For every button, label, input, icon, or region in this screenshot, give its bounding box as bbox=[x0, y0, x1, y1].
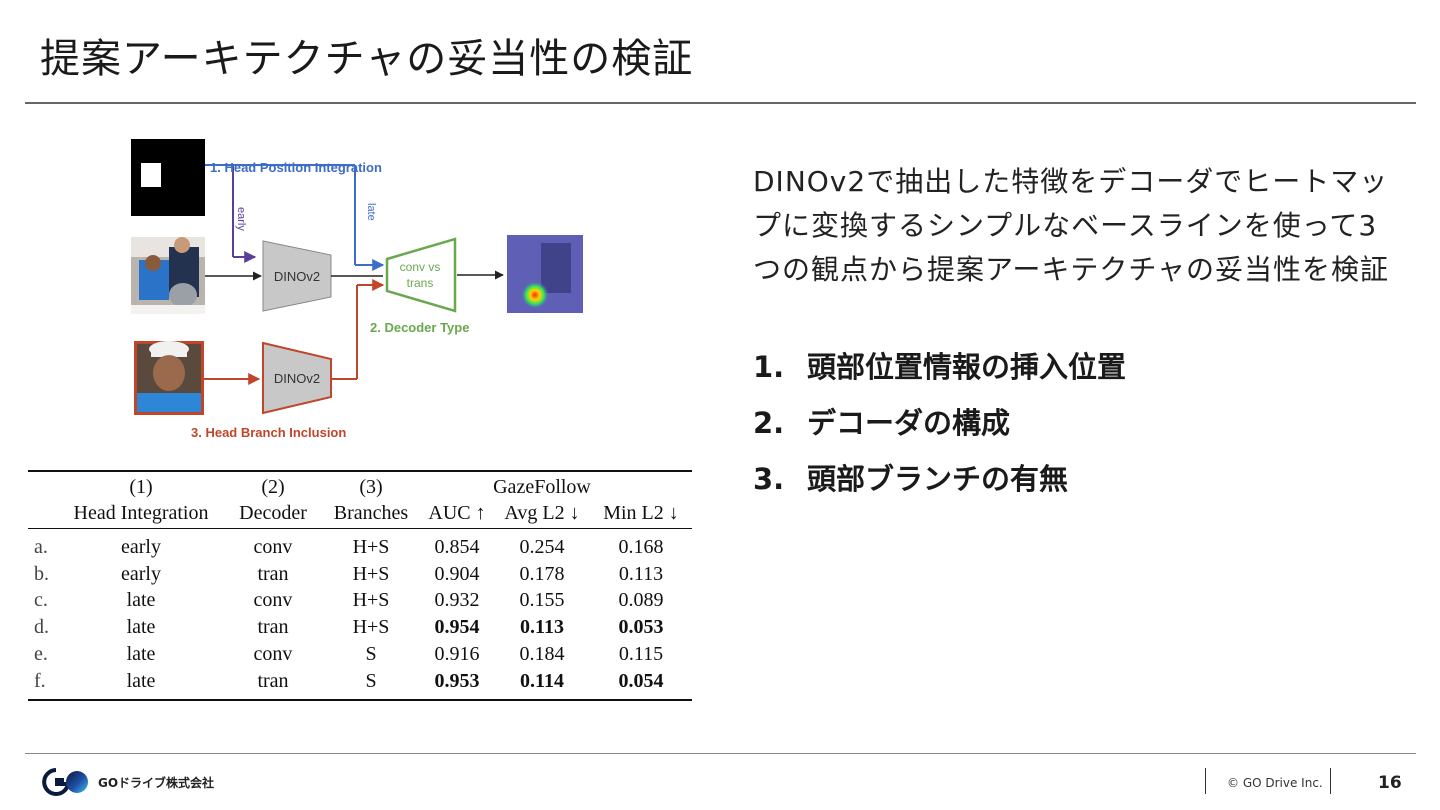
head-crop-image-icon bbox=[134, 341, 204, 415]
point-text: 頭部ブランチの有無 bbox=[807, 462, 1069, 496]
table-cell: H+S bbox=[352, 589, 390, 612]
table-cell: 0.054 bbox=[618, 669, 664, 692]
late-label: late bbox=[365, 203, 377, 221]
column-header: Min L2 ↓ bbox=[603, 502, 679, 524]
decoder-label-line1: conv vs bbox=[400, 260, 441, 274]
table-bottom-rule bbox=[28, 699, 692, 701]
encoder-top-label: DINOv2 bbox=[274, 269, 320, 284]
column-header: Decoder bbox=[239, 502, 307, 524]
point-item: 3. 頭部ブランチの有無 bbox=[753, 457, 1403, 513]
table-cell: tran bbox=[257, 616, 289, 639]
head-position-label: 1. Head Position Integration bbox=[210, 160, 382, 175]
table-cell: S bbox=[365, 642, 377, 665]
decoder-shape bbox=[385, 237, 457, 313]
table-header-rule bbox=[28, 528, 692, 529]
slide-title: 提案アーキテクチャの妥当性の検証 bbox=[40, 36, 694, 82]
company-name: GOドライブ株式会社 bbox=[98, 776, 215, 790]
table-cell: H+S bbox=[352, 616, 390, 639]
head-position-mask-box bbox=[141, 163, 161, 187]
table-cell: S bbox=[365, 669, 377, 692]
encoder-top-shape bbox=[262, 240, 332, 312]
footer-divider bbox=[25, 753, 1416, 754]
evaluation-points: 1. 頭部位置情報の挿入位置 2. デコーダの構成 3. 頭部ブランチの有無 bbox=[753, 345, 1403, 513]
column-header: Branches bbox=[333, 502, 409, 524]
table-cell: 0.184 bbox=[519, 642, 565, 665]
row-label: f. bbox=[34, 669, 46, 692]
table-cell: 0.932 bbox=[434, 589, 480, 612]
architecture-diagram-svg: early late 1. Head Position Integration … bbox=[131, 139, 583, 440]
go-logo-icon bbox=[42, 768, 88, 796]
architecture-diagram: early late 1. Head Position Integration … bbox=[125, 135, 605, 445]
table-cell: 0.854 bbox=[434, 536, 480, 558]
point-text: デコーダの構成 bbox=[807, 406, 1011, 440]
row-label: e. bbox=[34, 642, 48, 665]
table-cell: late bbox=[126, 616, 156, 639]
column-number: (2) bbox=[261, 476, 285, 498]
scene-image-icon bbox=[131, 237, 205, 314]
column-header: Head Integration bbox=[73, 502, 209, 524]
column-number: (1) bbox=[129, 476, 153, 498]
table-cell: conv bbox=[253, 536, 293, 558]
column-header: AUC ↑ bbox=[428, 502, 486, 524]
table-top-rule bbox=[28, 470, 692, 472]
table-cell: 0.254 bbox=[519, 536, 565, 558]
table-cell: tran bbox=[257, 669, 289, 692]
table-cell: late bbox=[126, 669, 156, 692]
slide-description: DINOv2で抽出した特徴をデコーダでヒートマップに変換するシンプルなベースライ… bbox=[753, 165, 1390, 286]
table-cell: conv bbox=[253, 642, 293, 665]
table-cell: 0.168 bbox=[618, 536, 664, 558]
heatmap-output-icon bbox=[507, 235, 583, 313]
table-cell: late bbox=[126, 589, 156, 612]
dataset-header: GazeFollow bbox=[493, 476, 591, 498]
table-cell: 0.115 bbox=[618, 642, 664, 665]
copyright-text: © GO Drive Inc. bbox=[1227, 776, 1323, 790]
table-cell: 0.155 bbox=[519, 589, 565, 612]
table-cell: 0.916 bbox=[434, 642, 480, 665]
table-cell: 0.053 bbox=[618, 616, 664, 639]
point-item: 2. デコーダの構成 bbox=[753, 401, 1403, 457]
row-label: a. bbox=[34, 536, 48, 558]
encoder-bottom-shape bbox=[262, 341, 332, 415]
point-item: 1. 頭部位置情報の挿入位置 bbox=[753, 345, 1403, 401]
table-cell: H+S bbox=[352, 536, 390, 558]
table-cell: 0.089 bbox=[618, 589, 664, 612]
row-label: d. bbox=[34, 616, 49, 639]
encoder-bottom-label: DINOv2 bbox=[274, 371, 320, 386]
point-number: 3. bbox=[753, 462, 785, 496]
decoder-type-label: 2. Decoder Type bbox=[370, 320, 469, 335]
table-cell: early bbox=[121, 562, 161, 585]
decoder-label-line2: trans bbox=[407, 276, 434, 290]
table-cell: 0.113 bbox=[618, 562, 664, 585]
point-number: 1. bbox=[753, 350, 785, 384]
row-label: b. bbox=[34, 562, 49, 585]
early-label: early bbox=[235, 207, 247, 231]
row-label: c. bbox=[34, 589, 48, 612]
table-cell: late bbox=[126, 642, 156, 665]
table-cell: tran bbox=[257, 562, 289, 585]
table-cell: 0.178 bbox=[519, 562, 565, 585]
table-cell: 0.113 bbox=[520, 616, 564, 639]
table-cell: 0.953 bbox=[434, 669, 480, 692]
table-cell: 0.904 bbox=[434, 562, 480, 585]
table-cell: 0.114 bbox=[520, 669, 564, 692]
title-divider bbox=[25, 102, 1416, 104]
point-text: 頭部位置情報の挿入位置 bbox=[807, 350, 1127, 384]
column-header: Avg L2 ↓ bbox=[504, 502, 580, 524]
column-number: (3) bbox=[359, 476, 383, 498]
table-cell: H+S bbox=[352, 562, 390, 585]
footer-separator bbox=[1205, 768, 1206, 794]
page-number: 16 bbox=[1378, 773, 1402, 793]
head-branch-label: 3. Head Branch Inclusion bbox=[191, 425, 346, 440]
table-cell: 0.954 bbox=[434, 616, 480, 639]
point-number: 2. bbox=[753, 406, 785, 440]
table-cell: early bbox=[121, 536, 161, 558]
table-cell: conv bbox=[253, 589, 293, 612]
footer-separator bbox=[1330, 768, 1331, 794]
